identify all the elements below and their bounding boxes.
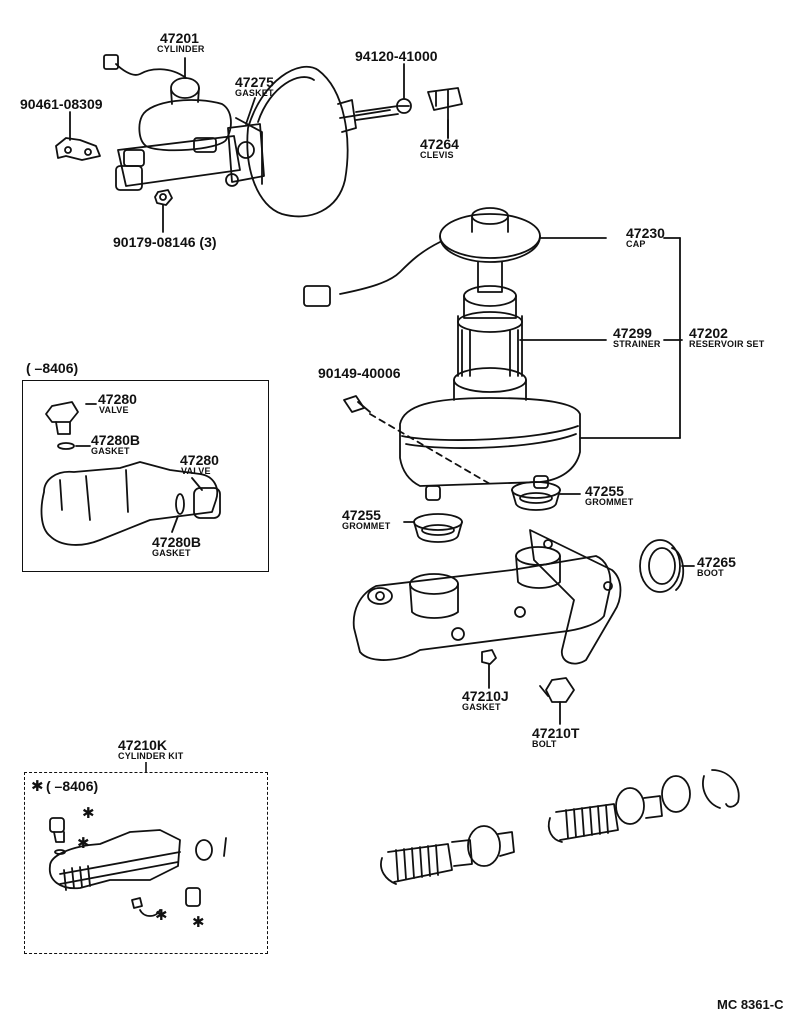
label-47280-part-2: 47280 <box>180 452 219 468</box>
label-47255-left-name: GROMMET <box>342 521 391 531</box>
valve-inset-drawing <box>40 401 221 546</box>
label-47210J-part: 47210J <box>462 688 509 704</box>
label-47255-right-part: 47255 <box>585 483 624 499</box>
label-90179-part: 90179-08146 (3) <box>113 234 217 250</box>
brake-booster-icon <box>246 65 399 218</box>
label-90461-part: 90461-08309 <box>20 96 103 112</box>
label-47280B-part-2: 47280B <box>152 534 202 550</box>
label-47202-name: RESERVOIR SET <box>689 339 765 349</box>
label-90149-part: 90149-40006 <box>318 365 401 381</box>
piston-spring-icon <box>380 775 691 885</box>
label-47230-part: 47230 <box>626 225 665 241</box>
kit-header-mark: ✱ <box>31 778 44 795</box>
kit-mark-3: ✱ <box>155 907 168 924</box>
label-47210J-name: GASKET <box>462 702 501 712</box>
label-47201-name: CYLINDER <box>157 44 205 54</box>
valve-inset-box <box>22 380 269 572</box>
valve-inset-header: ( –8406) <box>26 360 79 376</box>
label-47280B-part-1: 47280B <box>91 432 141 448</box>
label-47280-name-1: VALVE <box>99 405 129 415</box>
label-47210K-part: 47210K <box>118 737 168 753</box>
label-47280B-name-1: GASKET <box>91 446 130 456</box>
label-47264-name: CLEVIS <box>420 150 454 160</box>
diagram-reference-code: MC 8361-C <box>717 997 784 1012</box>
label-94120-part: 94120-41000 <box>355 48 438 64</box>
cylinder-kit-inset-box <box>24 772 268 954</box>
kit-mark-4: ✱ <box>192 914 205 931</box>
clevis-icon <box>396 87 463 139</box>
label-47264-part: 47264 <box>420 136 459 152</box>
label-47265-name: BOOT <box>697 568 724 578</box>
kit-mark-1: ✱ <box>82 805 95 822</box>
master-cylinder-upper-icon <box>103 54 265 191</box>
grommet-icon <box>413 481 561 543</box>
cylinder-kit-inset-drawing <box>48 817 227 917</box>
label-47265-part: 47265 <box>697 554 736 570</box>
snap-ring-icon <box>702 769 740 809</box>
label-47280-name-2: VALVE <box>181 466 211 476</box>
kit-mark-2: ✱ <box>77 835 90 852</box>
label-47299-name: STRAINER <box>613 339 661 349</box>
label-47210T-part: 47210T <box>532 725 580 741</box>
label-47201-part: 47201 <box>160 30 199 46</box>
gasket-icon <box>481 649 497 665</box>
label-47280-part-1: 47280 <box>98 391 137 407</box>
boot-icon <box>639 539 685 593</box>
reservoir-icon <box>303 207 581 501</box>
label-47255-right-name: GROMMET <box>585 497 634 507</box>
screw-icon <box>343 395 371 413</box>
nut-icon <box>154 189 173 206</box>
label-47230-name: CAP <box>626 239 646 249</box>
label-47210T-name: BOLT <box>532 739 557 749</box>
label-47255-left-part: 47255 <box>342 507 381 523</box>
label-47275-part: 47275 <box>235 74 274 90</box>
bracket-icon <box>55 137 101 161</box>
kit-inset-header: ( –8406) <box>46 778 99 794</box>
master-cylinder-icon <box>352 529 622 665</box>
label-47210K-name: CYLINDER KIT <box>118 751 184 761</box>
label-47280B-name-2: GASKET <box>152 548 191 558</box>
bolt-icon <box>539 677 575 703</box>
label-47299-part: 47299 <box>613 325 652 341</box>
label-47275-name: GASKET <box>235 88 274 98</box>
label-47202-part: 47202 <box>689 325 728 341</box>
